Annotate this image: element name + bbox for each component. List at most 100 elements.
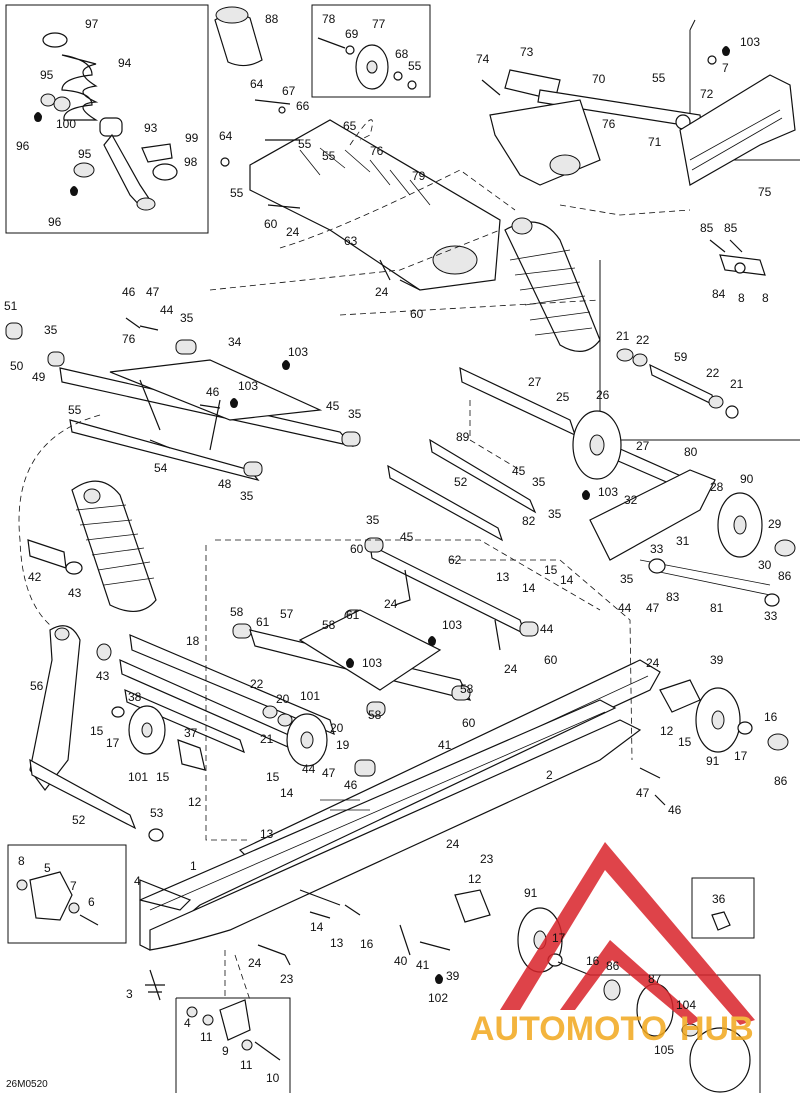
callout-33b: 33 bbox=[764, 609, 778, 623]
callout-78: 78 bbox=[322, 12, 336, 26]
callout-46b: 46 bbox=[206, 385, 220, 399]
callout-7b: 7 bbox=[70, 879, 77, 893]
lower-inset-parts bbox=[145, 969, 281, 1061]
upper-arm-70 bbox=[481, 69, 703, 186]
callout-19: 19 bbox=[336, 738, 350, 752]
shock-spring-center bbox=[504, 217, 601, 352]
callout-58: 58 bbox=[230, 605, 244, 619]
callout-22: 22 bbox=[636, 333, 650, 347]
callout-10: 10 bbox=[266, 1071, 280, 1085]
callout-76b: 76 bbox=[602, 117, 616, 131]
callout-93: 93 bbox=[144, 121, 158, 135]
callout-96: 96 bbox=[16, 139, 30, 153]
callout-44b: 44 bbox=[540, 622, 554, 636]
callout-53: 53 bbox=[150, 806, 164, 820]
callout-29: 29 bbox=[768, 517, 782, 531]
callout-39: 39 bbox=[710, 653, 724, 667]
callout-26: 26 bbox=[596, 388, 610, 402]
callout-11: 11 bbox=[200, 1030, 213, 1044]
callout-99: 99 bbox=[185, 131, 199, 145]
callout-71: 71 bbox=[648, 135, 662, 149]
callout-61: 61 bbox=[256, 615, 270, 629]
guide-line-9 bbox=[224, 950, 251, 1001]
part-36-shape bbox=[711, 911, 731, 931]
callout-4: 4 bbox=[134, 874, 141, 888]
callout-46c: 46 bbox=[344, 778, 358, 792]
callout-45c: 45 bbox=[400, 530, 414, 544]
callout-80: 80 bbox=[684, 445, 698, 459]
callout-18: 18 bbox=[186, 634, 200, 648]
callout-14d: 14 bbox=[310, 920, 324, 934]
callout-14c: 14 bbox=[280, 786, 294, 800]
callout-94: 94 bbox=[118, 56, 132, 70]
guide-line-7 bbox=[215, 539, 601, 611]
callout-50: 50 bbox=[10, 359, 24, 373]
callout-35g: 35 bbox=[620, 572, 634, 586]
callout-21: 21 bbox=[616, 329, 630, 343]
callout-55b: 55 bbox=[322, 149, 336, 163]
callout-40: 40 bbox=[394, 954, 408, 968]
callout-47c: 47 bbox=[322, 766, 336, 780]
callout-12: 12 bbox=[188, 795, 202, 809]
callout-90: 90 bbox=[740, 472, 754, 486]
callout-24g: 24 bbox=[248, 956, 262, 970]
callout-7: 7 bbox=[722, 61, 729, 75]
crossmember-63 bbox=[214, 6, 501, 291]
callout-59: 59 bbox=[674, 350, 688, 364]
guide-line-8 bbox=[450, 559, 633, 761]
callout-15b: 15 bbox=[90, 724, 104, 738]
lower-inset bbox=[175, 997, 291, 1093]
part36-inset-box bbox=[691, 877, 755, 939]
callout-35: 35 bbox=[180, 311, 194, 325]
callout-82: 82 bbox=[522, 514, 536, 528]
guide-line-2 bbox=[349, 119, 373, 146]
callout-91: 91 bbox=[706, 754, 720, 768]
callout-24f: 24 bbox=[446, 837, 460, 851]
callout-35b: 35 bbox=[44, 323, 58, 337]
callout-22c: 22 bbox=[250, 677, 264, 691]
callout-88: 88 bbox=[265, 12, 279, 26]
callout-74: 74 bbox=[476, 52, 490, 66]
callout-30: 30 bbox=[758, 558, 772, 572]
callout-35f: 35 bbox=[548, 507, 562, 521]
callout-66: 66 bbox=[296, 99, 310, 113]
rear-wheel-right bbox=[639, 679, 789, 806]
callout-43: 43 bbox=[68, 586, 82, 600]
callout-86: 86 bbox=[778, 569, 792, 583]
callout-24e: 24 bbox=[646, 656, 660, 670]
callout-42: 42 bbox=[28, 570, 42, 584]
callout-86b: 86 bbox=[774, 774, 788, 788]
rear-wheel-lower bbox=[257, 889, 751, 1093]
callout-70: 70 bbox=[592, 72, 606, 86]
callout-44d: 44 bbox=[302, 762, 316, 776]
callout-103c: 103 bbox=[238, 379, 258, 393]
callout-63: 63 bbox=[344, 234, 358, 248]
callout-15c: 15 bbox=[156, 770, 170, 784]
callout-98: 98 bbox=[184, 155, 198, 169]
callout-73: 73 bbox=[520, 45, 534, 59]
callout-58d: 58 bbox=[368, 708, 382, 722]
callout-28: 28 bbox=[710, 480, 724, 494]
guide-line-3 bbox=[209, 229, 501, 291]
callout-13: 13 bbox=[496, 570, 510, 584]
callout-35c: 35 bbox=[348, 407, 362, 421]
callout-64b: 64 bbox=[219, 129, 233, 143]
callout-97: 97 bbox=[85, 17, 99, 31]
callout-36: 36 bbox=[712, 892, 726, 906]
callout-60d: 60 bbox=[544, 653, 558, 667]
callout-60: 60 bbox=[264, 217, 278, 231]
watermark-text-b: HUB bbox=[680, 1010, 754, 1048]
callout-24d: 24 bbox=[504, 662, 518, 676]
callout-56: 56 bbox=[30, 679, 44, 693]
callout-55d: 55 bbox=[408, 59, 422, 73]
callout-104: 104 bbox=[676, 998, 696, 1012]
callout-27: 27 bbox=[528, 375, 542, 389]
callout-105: 105 bbox=[654, 1043, 674, 1057]
callout-17: 17 bbox=[106, 736, 120, 750]
callout-46d: 46 bbox=[668, 803, 682, 817]
callout-5: 5 bbox=[44, 861, 51, 875]
callout-15d: 15 bbox=[266, 770, 280, 784]
callout-8c: 8 bbox=[18, 854, 25, 868]
callout-79: 79 bbox=[412, 169, 426, 183]
shock-spring-group bbox=[34, 32, 178, 211]
